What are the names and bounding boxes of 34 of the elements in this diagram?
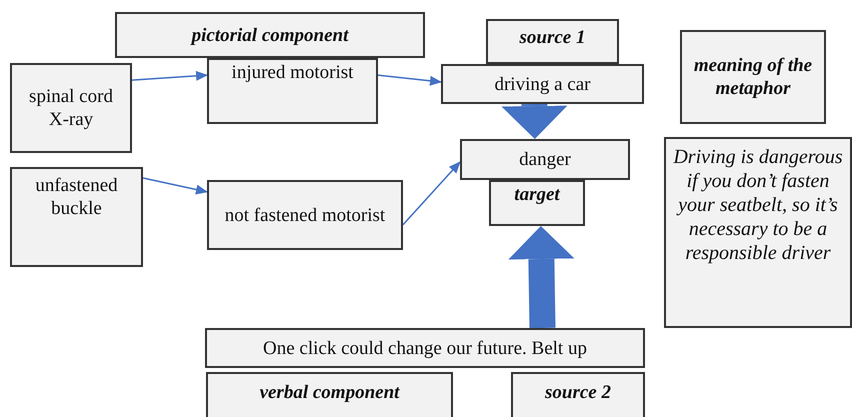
heading-label: target (514, 184, 560, 207)
node-label: danger (519, 149, 571, 172)
block-arrow (508, 226, 574, 328)
text-box (207, 180, 403, 250)
heading-label: source 1 (520, 27, 586, 50)
text-box (10, 167, 143, 267)
text-box (205, 328, 645, 368)
meaning-text: Driving is dangerous if you don’t fasten your seatbelt, so it’s necessary to be a responsible driver (672, 145, 844, 265)
heading-label: meaning of the metaphor (692, 55, 814, 101)
text-box (115, 12, 425, 58)
heading-label: pictorial component (192, 24, 348, 48)
text-box (460, 139, 630, 180)
heading-label: verbal component (260, 382, 400, 405)
text-box (664, 137, 852, 328)
node-label: spinal cord X-ray (28, 86, 114, 132)
node-label: injured motorist (232, 62, 354, 85)
node-label: not fastened motorist (224, 204, 386, 228)
node-label: One click could change our future. Belt up (263, 338, 587, 360)
heading-label: source 2 (545, 382, 611, 405)
text-box (441, 64, 644, 104)
text-box (680, 30, 826, 124)
text-box (10, 63, 132, 153)
block-arrow (501, 104, 568, 139)
node-label: unfastened buckle (34, 175, 119, 221)
arrow (132, 70, 208, 81)
text-box (511, 372, 645, 417)
arrow (378, 74, 442, 86)
arrow (142, 177, 208, 194)
text-box (486, 19, 619, 64)
node-label: driving a car (494, 74, 590, 96)
text-box (489, 180, 585, 226)
text-box (206, 372, 453, 417)
text-box (207, 58, 378, 124)
arrow (402, 161, 461, 226)
